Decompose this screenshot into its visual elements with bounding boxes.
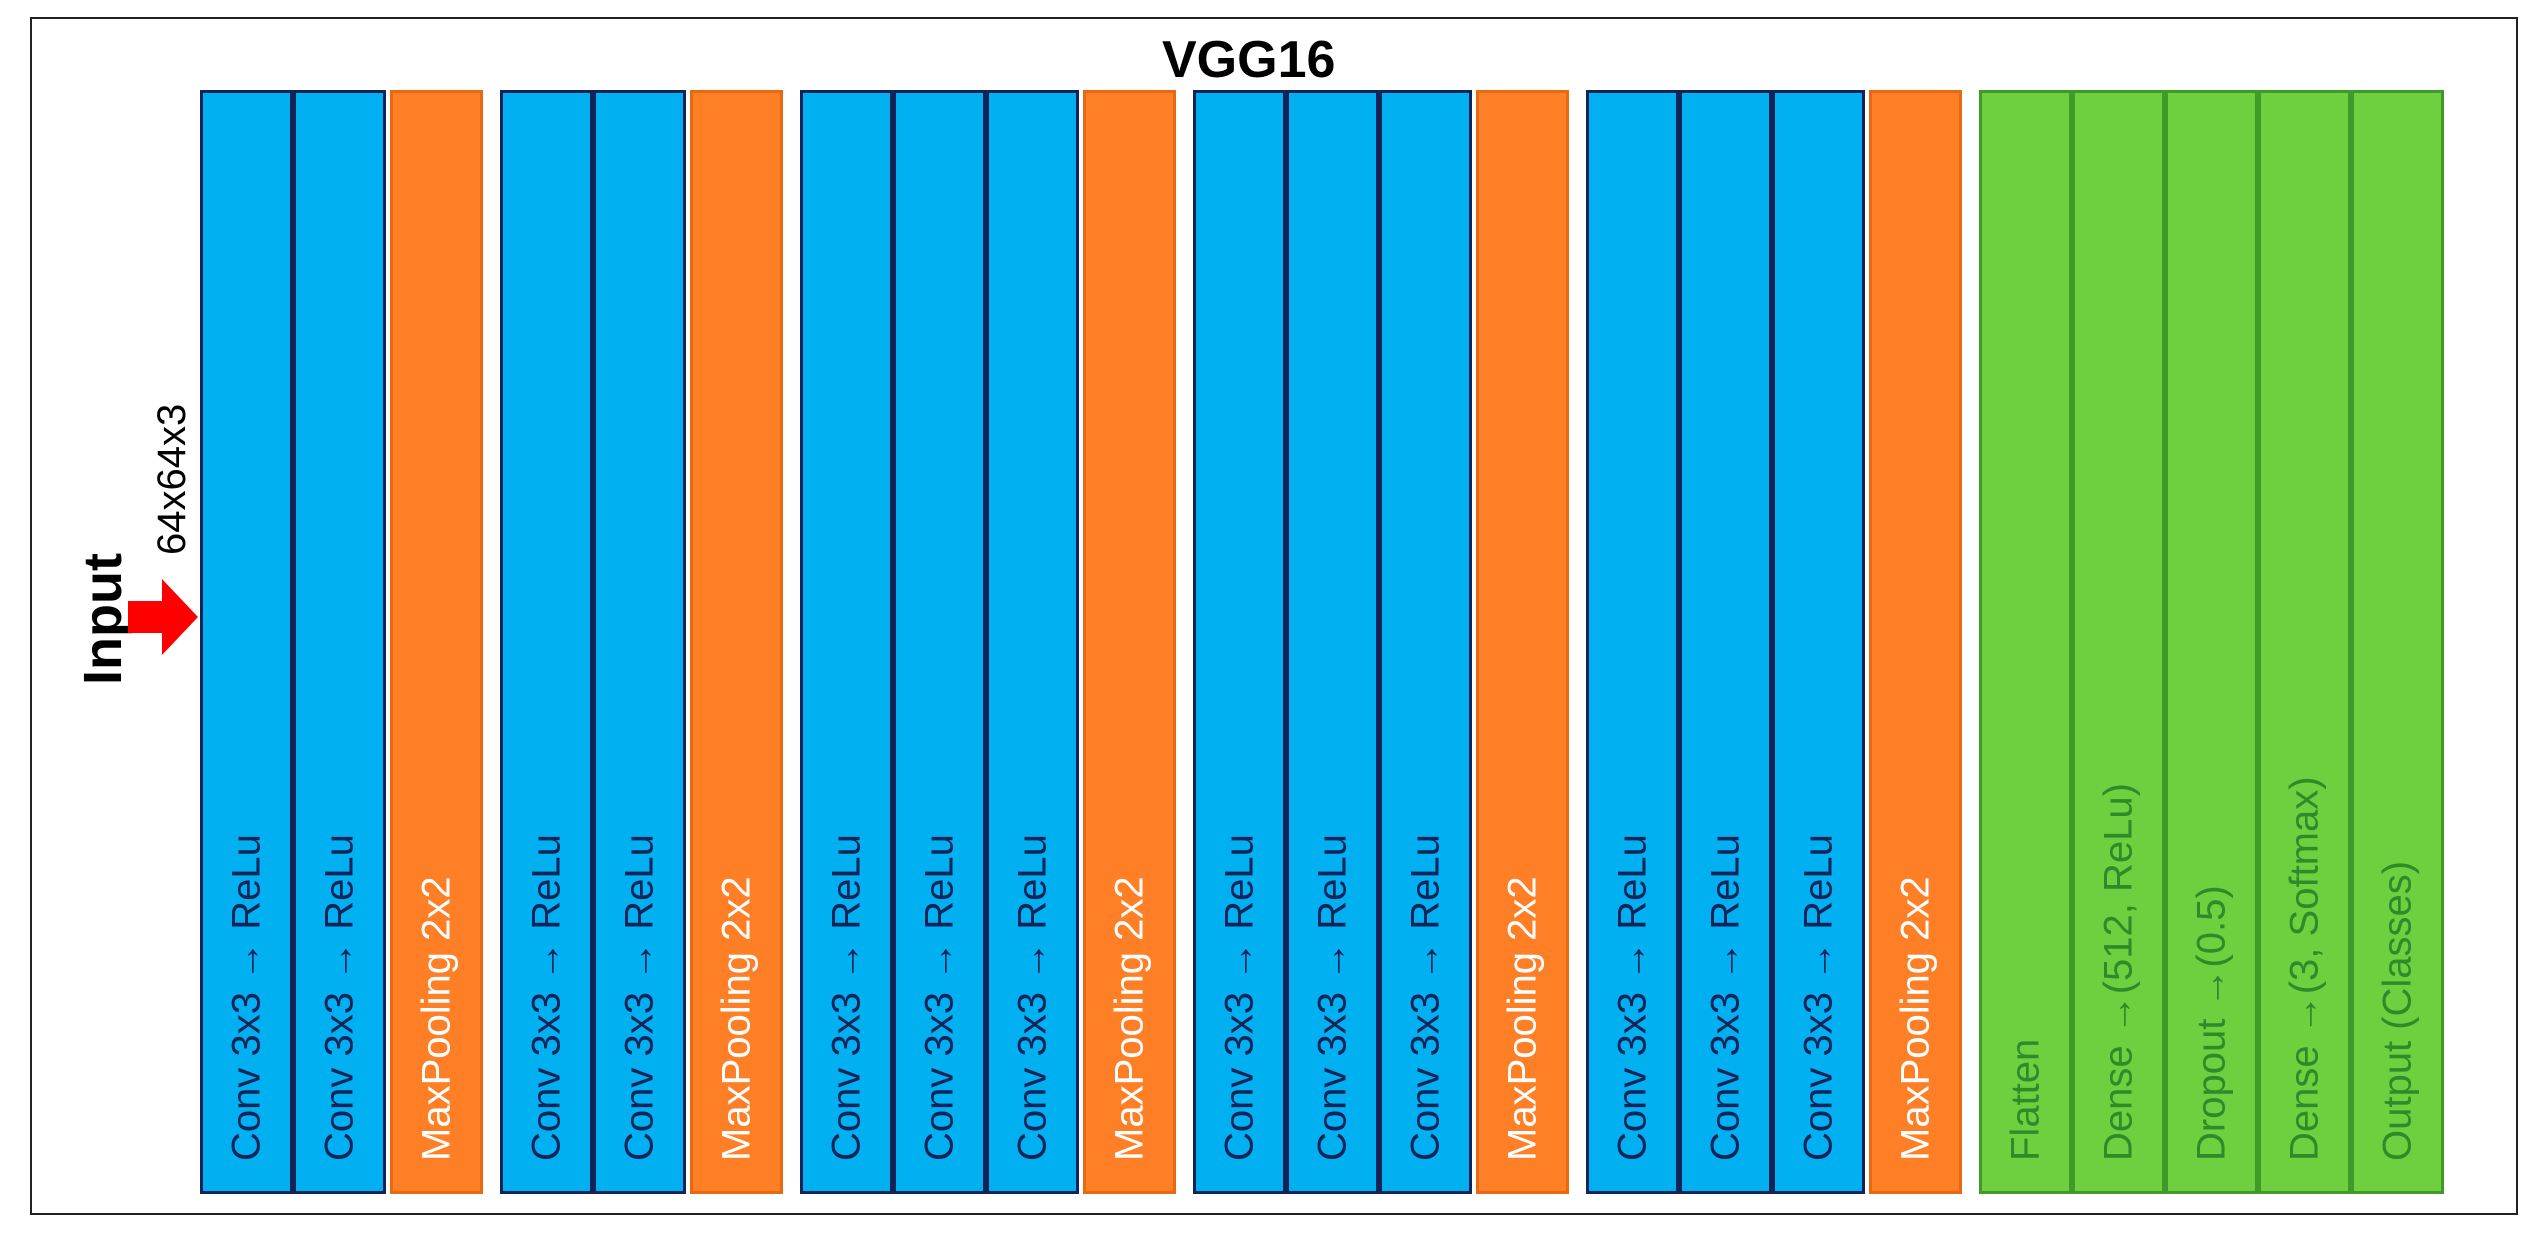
conv-layer-5-1-label: Conv 3x3 → ReLu <box>1610 834 1654 1161</box>
conv-layer-3-2-label: Conv 3x3 → ReLu <box>917 834 961 1161</box>
maxpool-layer-5: MaxPooling 2x2 <box>1869 90 1962 1194</box>
maxpool-layer-1: MaxPooling 2x2 <box>390 90 483 1194</box>
input-arrow-icon <box>128 579 198 655</box>
conv-layer-3-3-label: Conv 3x3 → ReLu <box>1010 834 1054 1161</box>
conv-layer-5-2: Conv 3x3 → ReLu <box>1679 90 1772 1194</box>
diagram-title: VGG16 <box>1162 31 1336 89</box>
head-layer-1-label: Flatten <box>2003 1038 2047 1161</box>
maxpool-layer-3: MaxPooling 2x2 <box>1083 90 1176 1194</box>
head-layer-5: Output (Classes) <box>2351 90 2444 1194</box>
conv-layer-3-1-label: Conv 3x3 → ReLu <box>824 834 868 1161</box>
conv-layer-4-1-label: Conv 3x3 → ReLu <box>1217 834 1261 1161</box>
conv-layer-3-3: Conv 3x3 → ReLu <box>986 90 1079 1194</box>
conv-layer-5-3-label: Conv 3x3 → ReLu <box>1796 834 1840 1161</box>
head-layer-2-label: Dense →(512, ReLu) <box>2096 783 2140 1161</box>
conv-layer-1-1: Conv 3x3 → ReLu <box>200 90 293 1194</box>
conv-layer-5-3: Conv 3x3 → ReLu <box>1772 90 1865 1194</box>
maxpool-layer-2: MaxPooling 2x2 <box>690 90 783 1194</box>
conv-layer-1-2: Conv 3x3 → ReLu <box>293 90 386 1194</box>
conv-layer-4-3: Conv 3x3 → ReLu <box>1379 90 1472 1194</box>
maxpool-layer-2-label: MaxPooling 2x2 <box>714 876 758 1161</box>
conv-layer-3-1: Conv 3x3 → ReLu <box>800 90 893 1194</box>
maxpool-layer-5-label: MaxPooling 2x2 <box>1893 876 1937 1161</box>
conv-layer-1-1-label: Conv 3x3 → ReLu <box>224 834 268 1161</box>
head-layer-1: Flatten <box>1979 90 2072 1194</box>
conv-layer-5-1: Conv 3x3 → ReLu <box>1586 90 1679 1194</box>
maxpool-layer-3-label: MaxPooling 2x2 <box>1107 876 1151 1161</box>
conv-layer-4-3-label: Conv 3x3 → ReLu <box>1403 834 1447 1161</box>
head-layer-5-label: Output (Classes) <box>2375 860 2419 1161</box>
conv-layer-2-2-label: Conv 3x3 → ReLu <box>617 834 661 1161</box>
conv-layer-4-1: Conv 3x3 → ReLu <box>1193 90 1286 1194</box>
conv-layer-2-2: Conv 3x3 → ReLu <box>593 90 686 1194</box>
maxpool-layer-4-label: MaxPooling 2x2 <box>1500 876 1544 1161</box>
head-layer-2: Dense →(512, ReLu) <box>2072 90 2165 1194</box>
maxpool-layer-1-label: MaxPooling 2x2 <box>414 876 458 1161</box>
head-layer-4-label: Dense →(3, Softmax) <box>2282 776 2326 1161</box>
conv-layer-5-2-label: Conv 3x3 → ReLu <box>1703 834 1747 1161</box>
conv-layer-2-1: Conv 3x3 → ReLu <box>500 90 593 1194</box>
conv-layer-2-1-label: Conv 3x3 → ReLu <box>524 834 568 1161</box>
conv-layer-3-2: Conv 3x3 → ReLu <box>893 90 986 1194</box>
maxpool-layer-4: MaxPooling 2x2 <box>1476 90 1569 1194</box>
head-layer-3-label: Dropout →(0.5) <box>2189 885 2233 1161</box>
head-layer-4: Dense →(3, Softmax) <box>2258 90 2351 1194</box>
conv-layer-1-2-label: Conv 3x3 → ReLu <box>317 834 361 1161</box>
conv-layer-4-2: Conv 3x3 → ReLu <box>1286 90 1379 1194</box>
head-layer-3: Dropout →(0.5) <box>2165 90 2258 1194</box>
conv-layer-4-2-label: Conv 3x3 → ReLu <box>1310 834 1354 1161</box>
